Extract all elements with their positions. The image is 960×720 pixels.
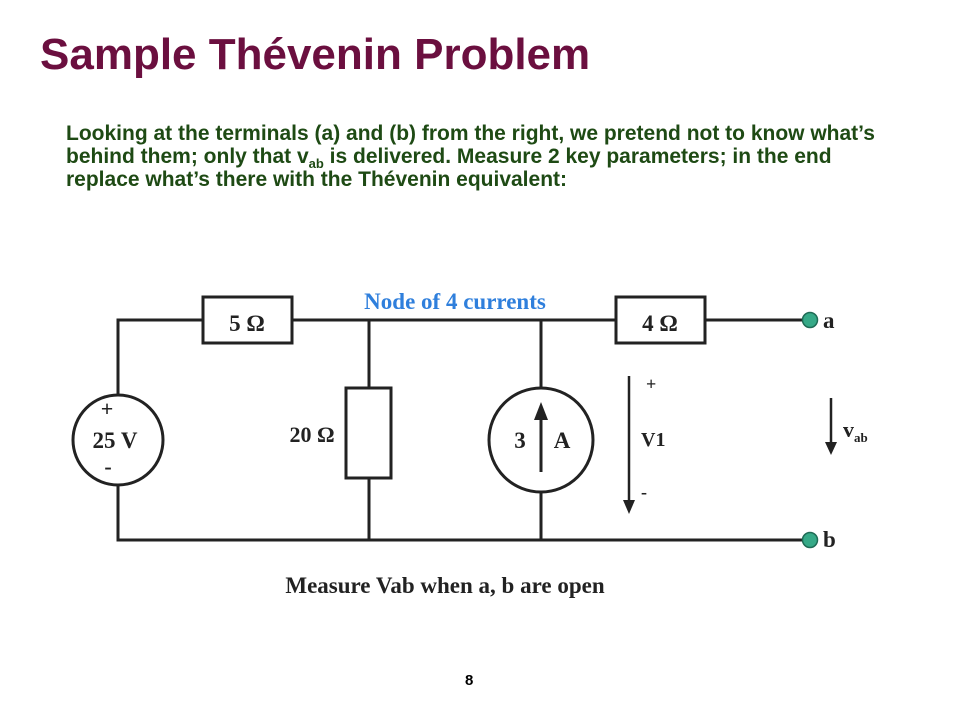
intro-paragraph: Looking at the terminals (a) and (b) fro… [66, 122, 896, 191]
voltage-source [71, 393, 165, 487]
vab-arrow-icon [825, 442, 837, 455]
v1-minus: - [641, 482, 647, 502]
top-wire [116, 318, 203, 395]
voltage-source-value: 25 V [93, 428, 138, 453]
vab-main: v [843, 417, 854, 442]
slide-title: Sample Thévenin Problem [40, 30, 591, 79]
current-source-number: 3 [514, 428, 526, 453]
node-note: Node of 4 currents [364, 289, 546, 314]
vab-sub: ab [854, 430, 868, 445]
resistor-20-ohm [344, 386, 393, 480]
voltage-source-plus: + [101, 396, 114, 421]
resistor-4-ohm [614, 295, 707, 345]
v1-label: V1 [641, 429, 665, 451]
intro-subscript: ab [308, 156, 324, 172]
terminal-a-label: a [823, 308, 835, 333]
terminal-a-dot [801, 311, 819, 329]
circuit-diagram: 5 Ω 4 Ω Node of 4 currents 20 Ω + 25 V -… [71, 289, 868, 598]
resistor-5-ohm-label: 5 Ω [229, 311, 265, 336]
voltage-source-minus: - [104, 454, 111, 479]
current-source-arrow-icon [534, 402, 548, 420]
intro-text-end: is delivered. Measure 2 key parameters; … [66, 145, 832, 191]
intro-text-start: Looking at the terminals (a) and (b) fro… [66, 122, 875, 168]
page-number: 8 [465, 672, 474, 689]
v1-plus: + [646, 374, 656, 394]
resistor-5-ohm [201, 295, 294, 345]
terminal-b-label: b [823, 527, 836, 552]
circuit-caption: Measure Vab when a, b are open [285, 573, 604, 598]
current-source-unit: A [554, 428, 571, 453]
vab-label: vab [843, 417, 868, 445]
resistor-20-ohm-label: 20 Ω [289, 422, 334, 447]
v1-arrow-icon [623, 500, 635, 514]
circuit-wires [116, 318, 803, 542]
terminal-b-dot [801, 531, 819, 549]
bottom-wire [116, 485, 803, 542]
resistor-4-ohm-label: 4 Ω [642, 311, 678, 336]
